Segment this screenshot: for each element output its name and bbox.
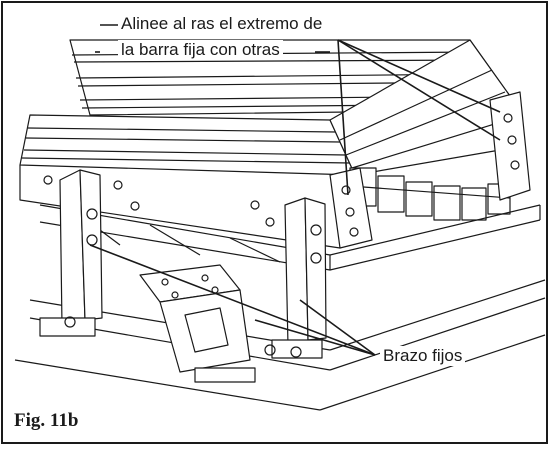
center-fixed-arm [271,197,327,359]
left-fixed-arm [39,169,103,337]
callout-align-line1: Alinee al ras el extremo de [118,14,326,34]
callout-fixed-arms: Brazo fijos [380,346,466,366]
right-brackets [329,91,531,249]
callout-align-line2: la barra fija con otras [118,40,283,60]
figure-caption: Fig. 11b [12,410,81,432]
rail-bolts [43,175,275,227]
center-clamp [139,264,276,383]
roller-row [349,167,511,221]
impact-bars [19,39,521,176]
leader-lines [89,24,501,356]
